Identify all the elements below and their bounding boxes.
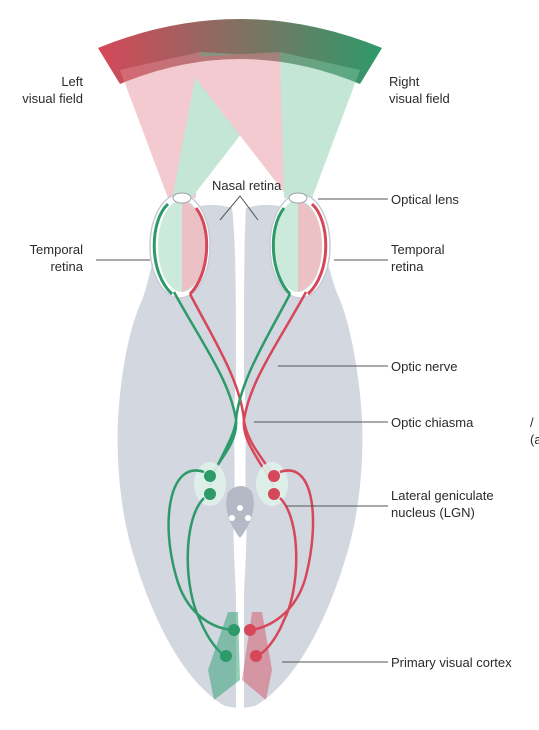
nasal-retina-leader xyxy=(219,195,259,221)
right-eye-red-nerve xyxy=(242,291,308,487)
right-visual-field-label: Right visual field xyxy=(389,73,450,107)
left-hemisphere xyxy=(117,204,236,708)
field-of-view-cones xyxy=(120,52,360,200)
left-visual-field-line-2: visual field xyxy=(22,91,83,106)
left-temporal-retina-line-1: Temporal xyxy=(29,242,83,257)
right-temporal-retina-line-1: Temporal xyxy=(391,242,445,257)
left-lgn-node xyxy=(204,470,216,482)
cropped-edge-line-2: (a xyxy=(530,432,539,447)
right-eye-green-cone xyxy=(280,52,360,198)
optic-nerve-label: Optic nerve xyxy=(391,359,458,374)
visual-field-arc xyxy=(98,19,382,84)
left-eye-green-cone xyxy=(172,52,300,200)
left-temporal-retina-line-2: retina xyxy=(50,259,83,274)
right-visual-field-line-1: Right xyxy=(389,74,420,89)
right-temporal-retina-label: Temporal retina xyxy=(391,241,444,275)
left-eye-nasal-retina xyxy=(188,207,209,296)
lgn xyxy=(194,462,288,506)
primary-visual-cortex xyxy=(208,612,272,700)
optical-lens-label: Optical lens xyxy=(391,192,459,207)
left-visual-field-line-1: Left xyxy=(61,74,83,89)
optic-nerves xyxy=(172,291,308,487)
optic-chiasma-label: Optic chiasma xyxy=(391,415,474,430)
left-eye-temporal-retina xyxy=(152,202,174,296)
right-eye xyxy=(269,192,331,299)
left-lgn-node xyxy=(204,488,216,500)
leader-lines xyxy=(96,195,388,663)
right-lgn-node xyxy=(268,488,280,500)
right-lgn-node xyxy=(268,470,280,482)
right-eye-green-nerve xyxy=(208,293,292,487)
nasal-retina-label: Nasal retina xyxy=(212,178,282,193)
right-eye-nasal-retina xyxy=(271,207,292,296)
left-eye-red-cone xyxy=(120,52,200,198)
right-hemisphere xyxy=(244,204,363,708)
brain-silhouette xyxy=(117,204,363,708)
brainstem-dot xyxy=(245,515,251,521)
left-temporal-retina-label: Temporal retina xyxy=(30,241,83,275)
left-eye-green-nerve xyxy=(172,291,238,477)
cropped-edge-text: / (a xyxy=(530,414,539,448)
right-eye-temporal-retina xyxy=(306,202,328,296)
brainstem-dot xyxy=(229,515,235,521)
brainstem-dot xyxy=(237,505,243,511)
primary-visual-cortex-label: Primary visual cortex xyxy=(391,655,512,670)
right-eye-red-cone xyxy=(180,52,310,200)
lgn-line-2: nucleus (LGN) xyxy=(391,505,475,520)
right-visual-field-line-2: visual field xyxy=(389,91,450,106)
right-eye-lens xyxy=(288,192,308,204)
lgn-label: Lateral geniculate nucleus (LGN) xyxy=(391,487,494,521)
left-visual-field-label: Left visual field xyxy=(22,73,83,107)
brainstem xyxy=(226,486,254,538)
left-eye xyxy=(149,192,211,299)
right-temporal-retina-line-2: retina xyxy=(391,259,424,274)
lgn-line-1: Lateral geniculate xyxy=(391,488,494,503)
left-eye-red-nerve xyxy=(188,293,276,477)
left-eye-lens xyxy=(172,192,192,204)
cropped-edge-line-1: / xyxy=(530,415,534,430)
